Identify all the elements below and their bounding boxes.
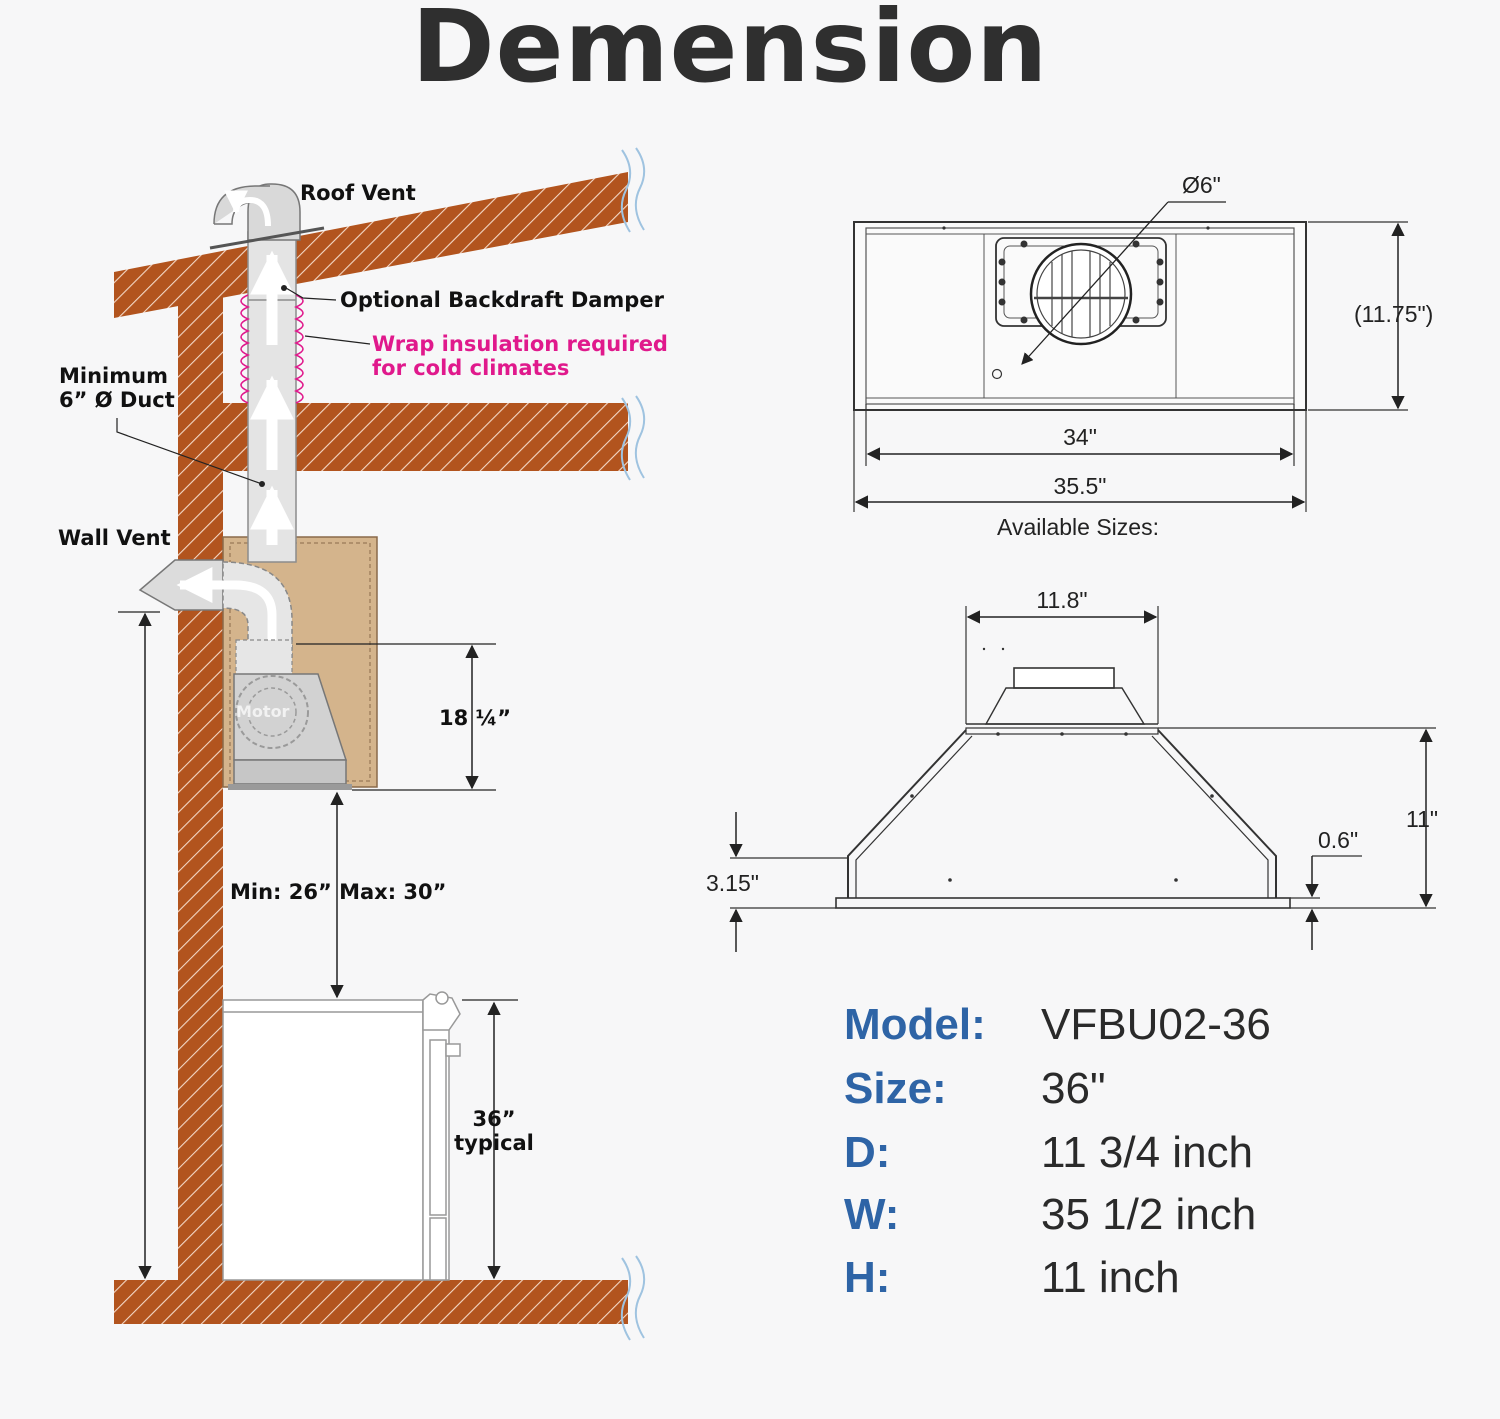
wall-stud — [178, 290, 223, 1290]
wall-vent — [138, 559, 293, 661]
counter-height-label-line1: 36” — [472, 1107, 515, 1131]
spec-label-model: Model: — [844, 1000, 986, 1049]
damper-label: Optional Backdraft Damper — [340, 288, 665, 312]
floor-beam — [114, 1280, 628, 1324]
ceiling-beam — [178, 403, 628, 471]
inner-width-label: 34" — [1063, 424, 1097, 450]
side-view-drawing: 11.8" 11" 0.6" 3.15" — [706, 587, 1438, 952]
spec-value-size: 36" — [1041, 1064, 1106, 1113]
spec-label-width: W: — [844, 1190, 900, 1239]
spec-value-height: 11 inch — [1041, 1253, 1180, 1302]
insulation-note-line1: Wrap insulation required — [372, 332, 668, 356]
top-view-drawing: Ø6" (11.75") 34" 35.5" Available Sizes: — [853, 172, 1433, 540]
spec-label-depth: D: — [844, 1128, 891, 1177]
wall-vent-label: Wall Vent — [58, 526, 171, 550]
lip-thickness-label: 0.6" — [1318, 827, 1358, 853]
duct-label-line2: 6” Ø Duct — [59, 388, 175, 412]
spec-value-model: VFBU02-36 — [1041, 1000, 1271, 1049]
overall-height-label: 11" — [1406, 806, 1438, 832]
roof-vent-label: Roof Vent — [300, 181, 416, 205]
insulation-wrap — [240, 294, 304, 404]
available-sizes-caption: Available Sizes: — [997, 514, 1159, 540]
roof-beam — [114, 172, 628, 318]
spec-value-width: 35 1/2 inch — [1041, 1190, 1257, 1239]
hood-height-label: 18 ¼” — [439, 706, 511, 730]
spec-label-size: Size: — [844, 1064, 947, 1113]
leader-lines — [116, 287, 518, 1001]
motor-label: Motor — [236, 702, 290, 721]
outer-width-label: 35.5" — [1054, 473, 1107, 499]
counter-height-label-line2: typical — [454, 1131, 534, 1155]
mount-height-label: Min: 26” Max: 30” — [230, 880, 446, 904]
spec-label-height: H: — [844, 1253, 891, 1302]
install-dimension-arrows — [138, 612, 501, 1280]
depth-label: (11.75") — [1354, 301, 1433, 327]
duct-label-line1: Minimum — [59, 364, 168, 388]
break-marks — [620, 147, 646, 1341]
spec-value-depth: 11 3/4 inch — [1041, 1128, 1254, 1177]
range-hood-insert — [228, 673, 352, 790]
top-collar-width-label: 11.8" — [1036, 587, 1087, 613]
duct-diameter-label: Ø6" — [1182, 172, 1221, 198]
page-title: Demension — [411, 0, 1049, 105]
insulation-note-line2: for cold climates — [372, 356, 569, 380]
cooking-range — [222, 991, 461, 1281]
installation-drawing: Roof Vent Optional Backdraft Damper Mini… — [58, 147, 668, 1341]
side-height-label: 3.15" — [706, 870, 759, 896]
